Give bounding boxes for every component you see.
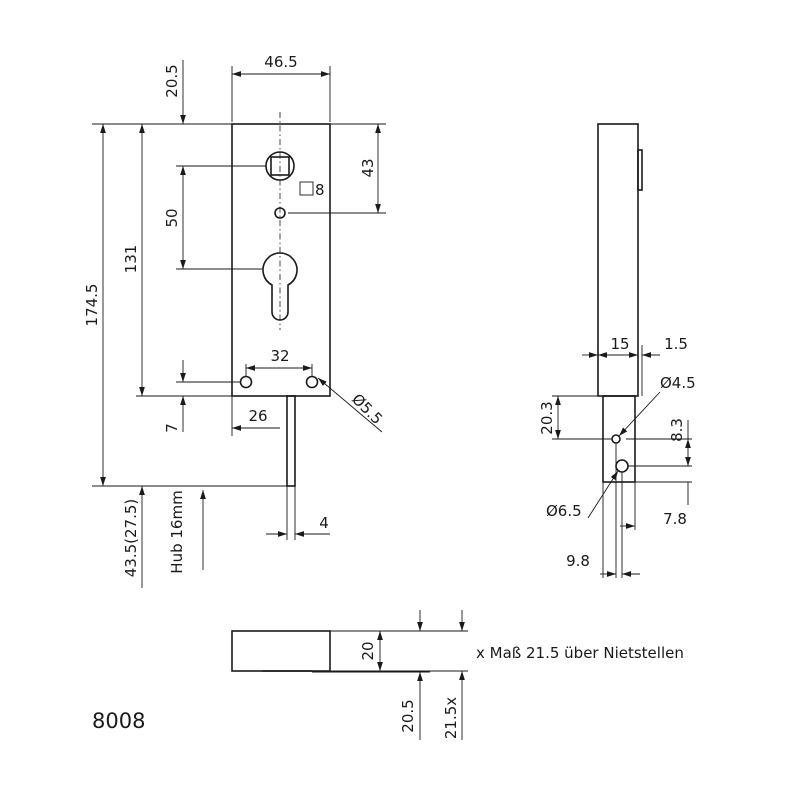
dim-spindle-to-hole: 43: [359, 158, 377, 177]
square-symbol: [299, 181, 314, 196]
dim-plate-thickness: 1.5: [664, 335, 688, 353]
dim-width: 46.5: [264, 53, 297, 71]
side-hole-small: [611, 434, 621, 444]
front-dimension-lines: [100, 60, 383, 588]
dim-top-depth-a: 20.5: [399, 699, 417, 732]
side-hole-large: [615, 459, 629, 473]
side-flange: [637, 149, 643, 191]
dim-screw-spacing: 32: [270, 347, 289, 365]
article-number: 8008: [92, 709, 145, 733]
top-dimension-lines: [377, 610, 465, 740]
dim-offset-b: 9.8: [566, 552, 590, 570]
side-extension-lines: [552, 345, 692, 578]
dim-body-depth: 15: [610, 335, 629, 353]
dim-spindle-to-cylinder: 50: [163, 208, 181, 227]
dim-stroke: Hub 16mm: [168, 490, 186, 573]
dim-top-offset: 20.5: [163, 64, 181, 97]
dim-screw-offset-x: 26: [248, 407, 267, 425]
top-extension-lines: [312, 630, 468, 673]
dim-offset-a: 7.8: [663, 510, 687, 528]
dim-bolt-length: 43.5(27.5): [122, 499, 140, 578]
dim-hole-large-diameter: Ø6.5: [546, 502, 582, 520]
screw-hole-right: [305, 375, 319, 389]
bolt: [286, 395, 296, 487]
front-extension-lines: [92, 66, 386, 540]
rivet-note: x Maß 21.5 über Nietstellen: [476, 644, 684, 662]
dim-square-size: 8: [315, 181, 325, 199]
dim-screw-hole-diameter: Ø5.5: [348, 390, 386, 428]
screw-hole-left: [239, 375, 253, 389]
side-dimension-lines: [555, 352, 691, 577]
dim-bolt-width: 4: [319, 514, 329, 532]
front-view: 46.5 20.5 43 8 50 131 174.5 32 Ø5.5 26 7…: [83, 53, 386, 588]
dim-top-depth-b: 21.5x: [442, 697, 460, 739]
dim-screw-offset-y: 7: [163, 423, 181, 433]
dim-top-height: 20: [359, 641, 377, 660]
dim-cylinder-to-bottom: 131: [122, 245, 140, 274]
top-body: [231, 630, 331, 672]
dim-overall-height: 174.5: [83, 284, 101, 327]
dim-hole-spacing: 8.3: [668, 418, 686, 442]
dim-hole-distance: 20.3: [538, 401, 556, 434]
side-view: 15 1.5 Ø4.5 20.3 8.3 Ø6.5 7.8 9.8: [538, 123, 696, 578]
dim-hole-small-diameter: Ø4.5: [660, 374, 696, 392]
top-view: 20 20.5 21.5x: [231, 610, 468, 740]
